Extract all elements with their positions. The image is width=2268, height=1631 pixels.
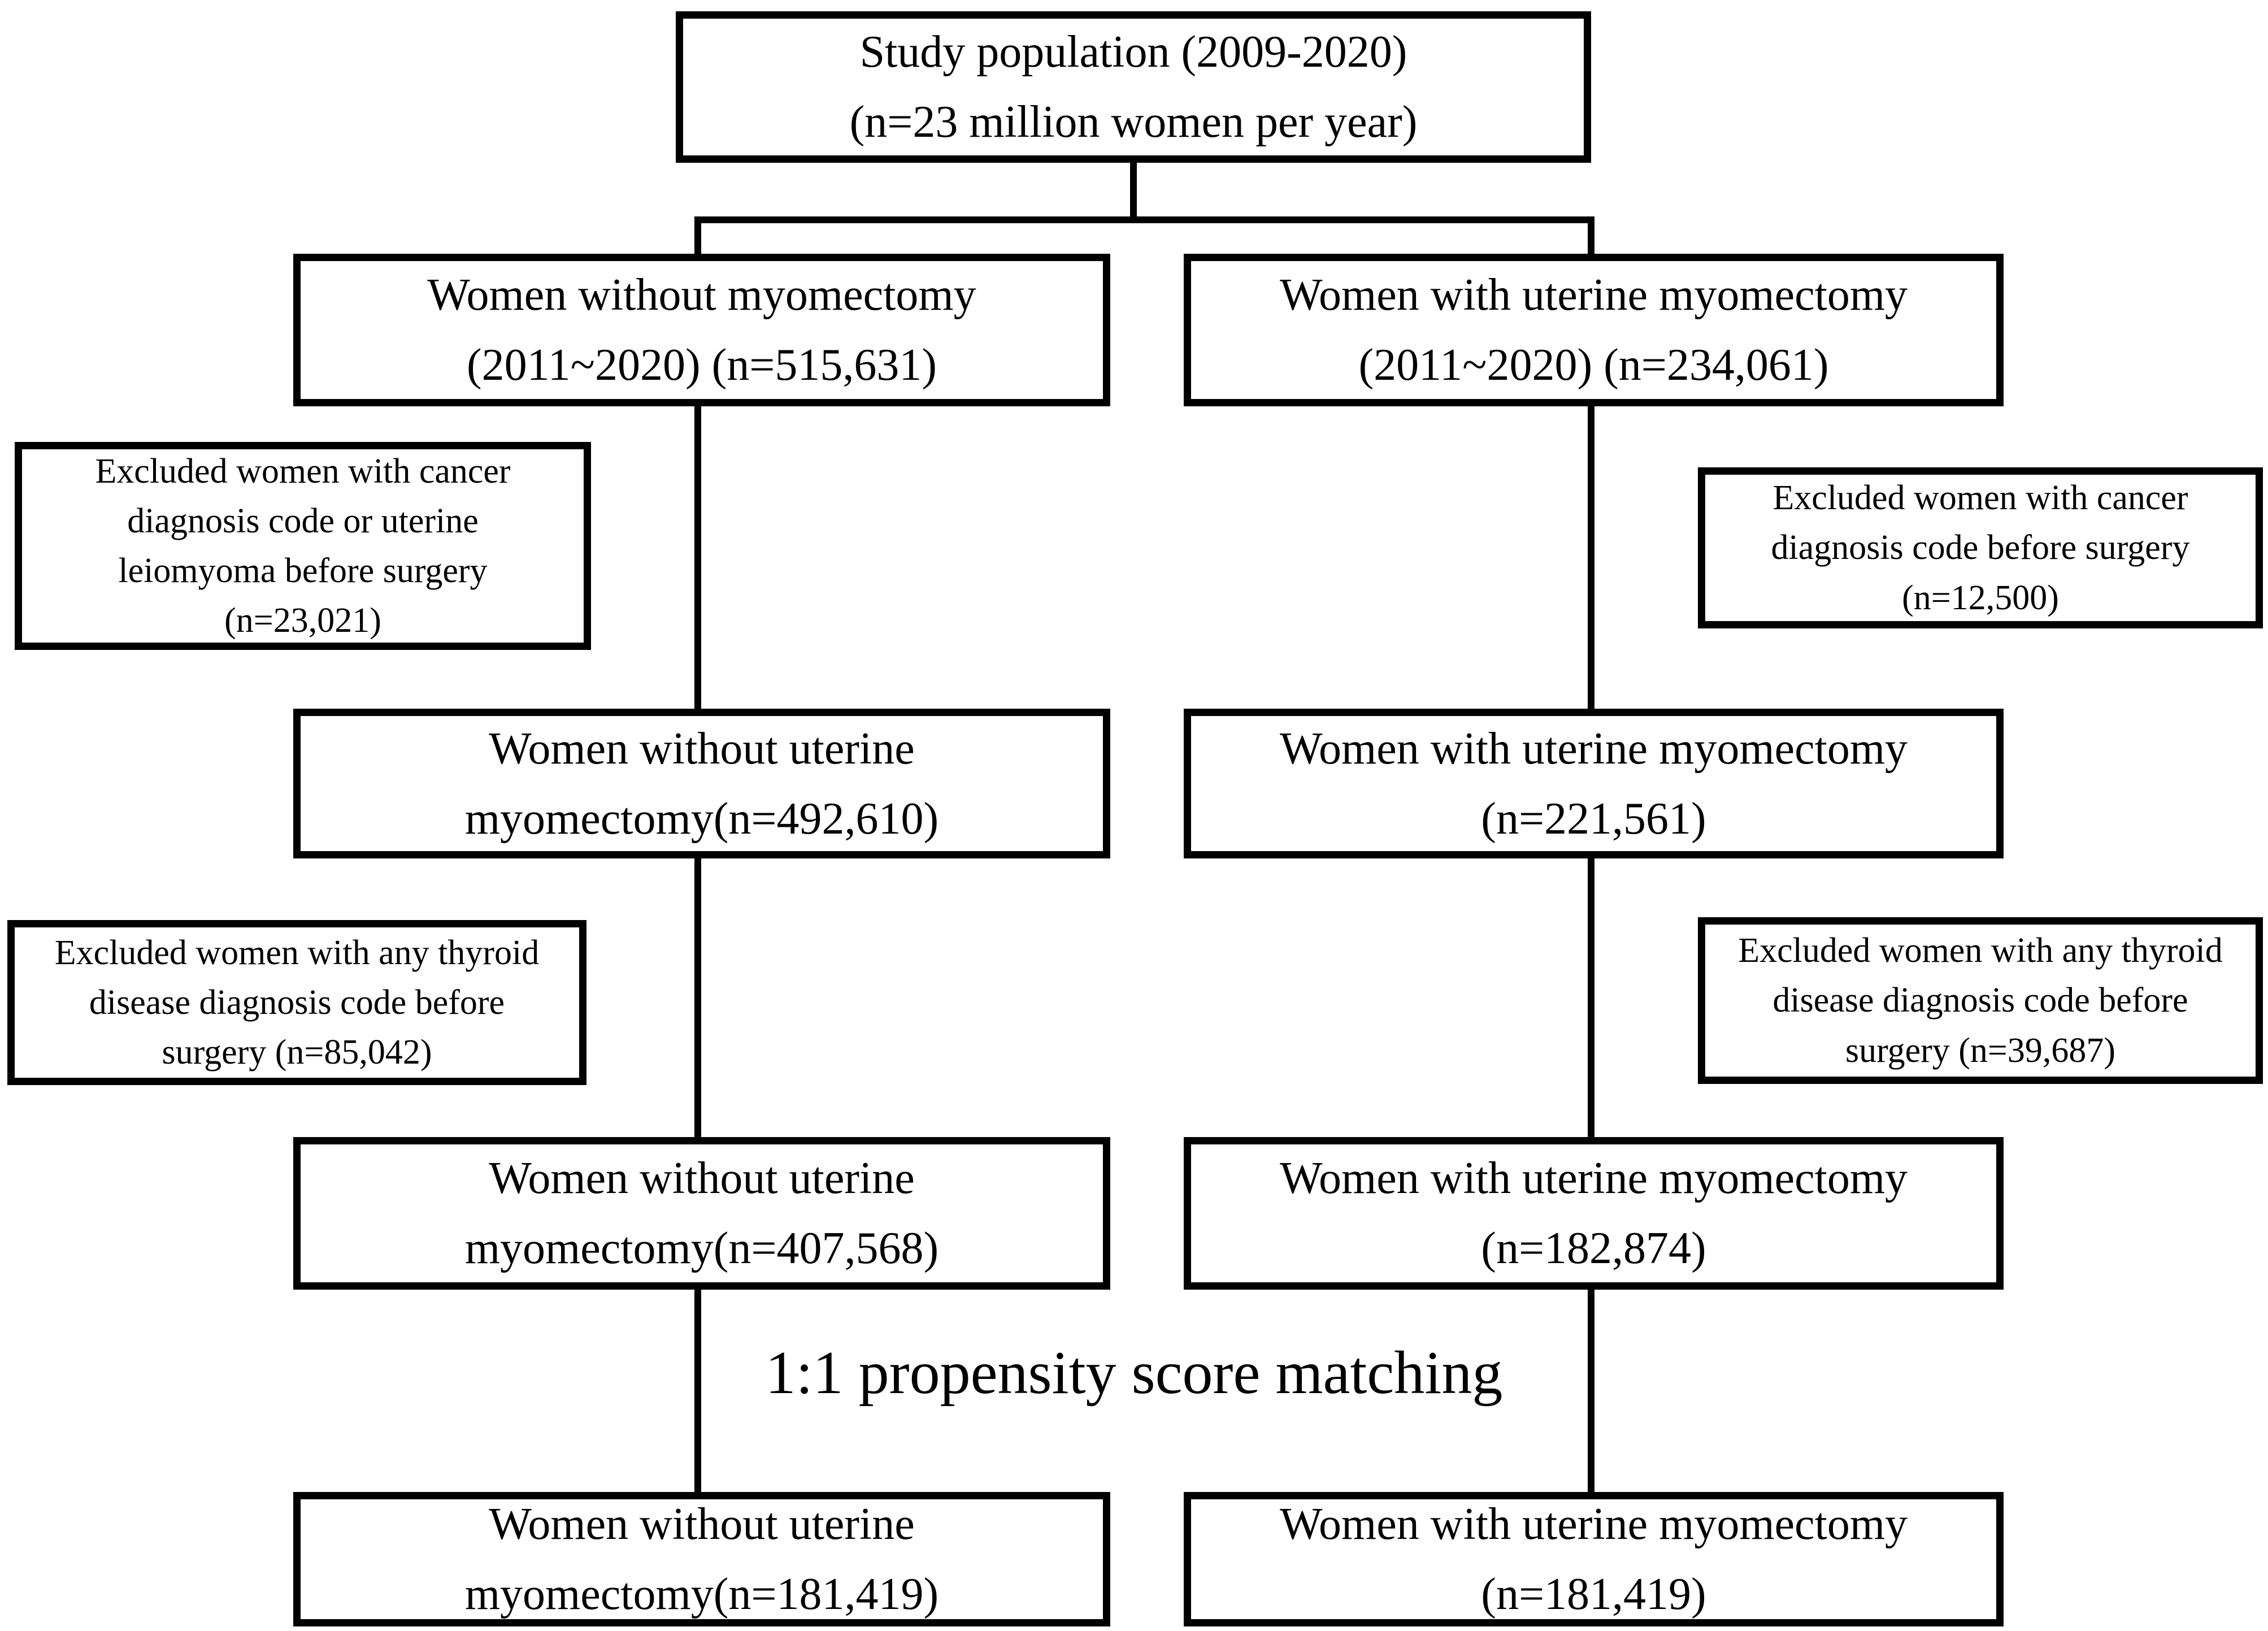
connector-right-r3-r4 xyxy=(1588,858,1594,1137)
excluded-thyroid-right-text: Excluded women with any thyroid disease … xyxy=(1738,931,2223,1070)
without-myomectomy-initial-box: Women without myomectomy (2011~2020) (n=… xyxy=(293,254,1110,406)
without-myomectomy-after-thyroid-box: Women without uterine myomectomy(n=407,5… xyxy=(293,1137,1110,1290)
propensity-matching-label: 1:1 propensity score matching xyxy=(765,1339,1503,1407)
without-myomectomy-matched-box: Women without uterine myomectomy(n=181,4… xyxy=(293,1492,1110,1626)
connector-split-horizontal xyxy=(694,216,1594,223)
with-myomectomy-matched-box: Women with uterine myomectomy (n=181,419… xyxy=(1184,1492,2004,1626)
excluded-cancer-left-box: Excluded women with cancer diagnosis cod… xyxy=(15,442,591,650)
study-population-box: Study population (2009-2020) (n=23 milli… xyxy=(676,11,1591,163)
with-myomectomy-matched-text: Women with uterine myomectomy (n=181,419… xyxy=(1279,1499,1908,1619)
with-myomectomy-initial-text: Women with uterine myomectomy (2011~2020… xyxy=(1279,270,1908,390)
excluded-thyroid-left-text: Excluded women with any thyroid disease … xyxy=(54,933,540,1072)
study-population-text: Study population (2009-2020) (n=23 milli… xyxy=(849,27,1418,147)
with-myomectomy-initial-box: Women with uterine myomectomy (2011~2020… xyxy=(1184,254,2004,406)
without-myomectomy-after-cancer-box: Women without uterine myomectomy(n=492,6… xyxy=(293,709,1110,858)
without-myomectomy-after-thyroid-text: Women without uterine myomectomy(n=407,5… xyxy=(464,1153,939,1273)
excluded-thyroid-left-box: Excluded women with any thyroid disease … xyxy=(7,920,586,1085)
connector-left-r3-r4 xyxy=(694,858,701,1137)
excluded-cancer-right-text: Excluded women with cancer diagnosis cod… xyxy=(1771,479,2190,617)
without-myomectomy-after-cancer-text: Women without uterine myomectomy(n=492,6… xyxy=(464,723,939,844)
connector-top-stub xyxy=(1130,162,1137,220)
with-myomectomy-after-cancer-box: Women with uterine myomectomy (n=221,561… xyxy=(1184,709,2004,858)
connector-left-r4-r5 xyxy=(694,1290,701,1496)
connector-right-r2-r3 xyxy=(1588,406,1594,709)
excluded-thyroid-right-box: Excluded women with any thyroid disease … xyxy=(1698,917,2263,1084)
with-myomectomy-after-thyroid-box: Women with uterine myomectomy (n=182,874… xyxy=(1184,1137,2004,1290)
connector-left-r2-r3 xyxy=(694,406,701,709)
connector-right-r4-r5 xyxy=(1588,1290,1594,1496)
excluded-cancer-right-box: Excluded women with cancer diagnosis cod… xyxy=(1698,467,2263,628)
with-myomectomy-after-cancer-text: Women with uterine myomectomy (n=221,561… xyxy=(1279,723,1908,844)
connector-left-drop xyxy=(694,216,701,256)
connector-right-drop xyxy=(1588,216,1594,256)
without-myomectomy-initial-text: Women without myomectomy (2011~2020) (n=… xyxy=(427,270,976,390)
without-myomectomy-matched-text: Women without uterine myomectomy(n=181,4… xyxy=(464,1499,939,1619)
excluded-cancer-left-text: Excluded women with cancer diagnosis cod… xyxy=(95,452,511,640)
with-myomectomy-after-thyroid-text: Women with uterine myomectomy (n=182,874… xyxy=(1279,1153,1908,1273)
